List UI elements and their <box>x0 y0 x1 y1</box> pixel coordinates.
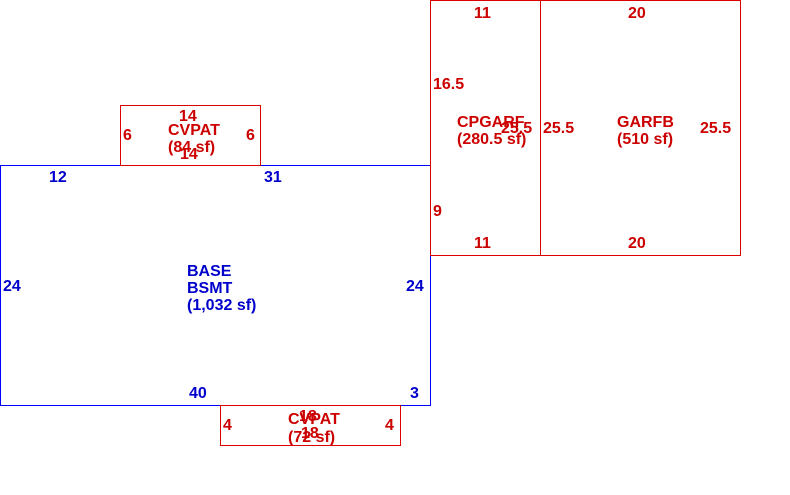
cvpat-top-dim-bottom: 14 <box>180 146 198 163</box>
garfb-area: (510 sf) <box>617 131 673 148</box>
cvpat-top-dim-right: 6 <box>246 127 255 144</box>
cvpat-bottom-dim-bottom: 18 <box>301 425 319 442</box>
base-dim-bottom: 40 <box>189 385 207 402</box>
base-area: (1,032 sf) <box>187 297 256 314</box>
cpgarf-dim-bottom: 11 <box>474 235 491 252</box>
cvpat-bottom-dim-right: 4 <box>385 417 394 434</box>
base-dim-top-right: 31 <box>264 169 282 186</box>
garfb-dim-top: 20 <box>628 5 646 22</box>
base-dim-bottom-right: 3 <box>410 385 419 402</box>
cpgarf-area: (280.5 sf) <box>457 131 526 148</box>
cvpat-bottom-dim-left: 4 <box>223 417 232 434</box>
cvpat-bottom-code: CVPAT <box>288 411 340 428</box>
garfb-outline <box>540 0 741 256</box>
base-code-secondary: BSMT <box>187 280 233 297</box>
cpgarf-code: CPGARF <box>457 114 525 131</box>
garfb-dim-right: 25.5 <box>700 120 731 137</box>
cvpat-top-code: CVPAT <box>168 122 220 139</box>
base-dim-top-left: 12 <box>49 169 67 186</box>
base-dim-right: 24 <box>406 278 424 295</box>
cvpat-bottom-outline <box>220 405 401 446</box>
cvpat-top-dim-top: 14 <box>179 108 197 125</box>
garfb-code: GARFB <box>617 114 674 131</box>
cpgarf-dim-right: 25.5 <box>501 120 532 137</box>
garfb-dim-left: 25.5 <box>543 120 574 137</box>
base-code: BASE <box>187 263 232 280</box>
cvpat-top-area: (84 sf) <box>168 139 215 156</box>
cpgarf-dim-left-bottom: 9 <box>433 203 442 220</box>
base-dim-left: 24 <box>3 278 21 295</box>
cpgarf-dim-top: 11 <box>474 5 491 22</box>
cvpat-top-dim-left: 6 <box>123 127 132 144</box>
cpgarf-dim-left-top: 16.5 <box>433 76 464 93</box>
cvpat-bottom-dim-top: 18 <box>299 408 317 425</box>
garfb-dim-bottom: 20 <box>628 235 646 252</box>
cvpat-top-outline <box>120 105 261 166</box>
cvpat-bottom-area: (72 sf) <box>288 429 335 446</box>
